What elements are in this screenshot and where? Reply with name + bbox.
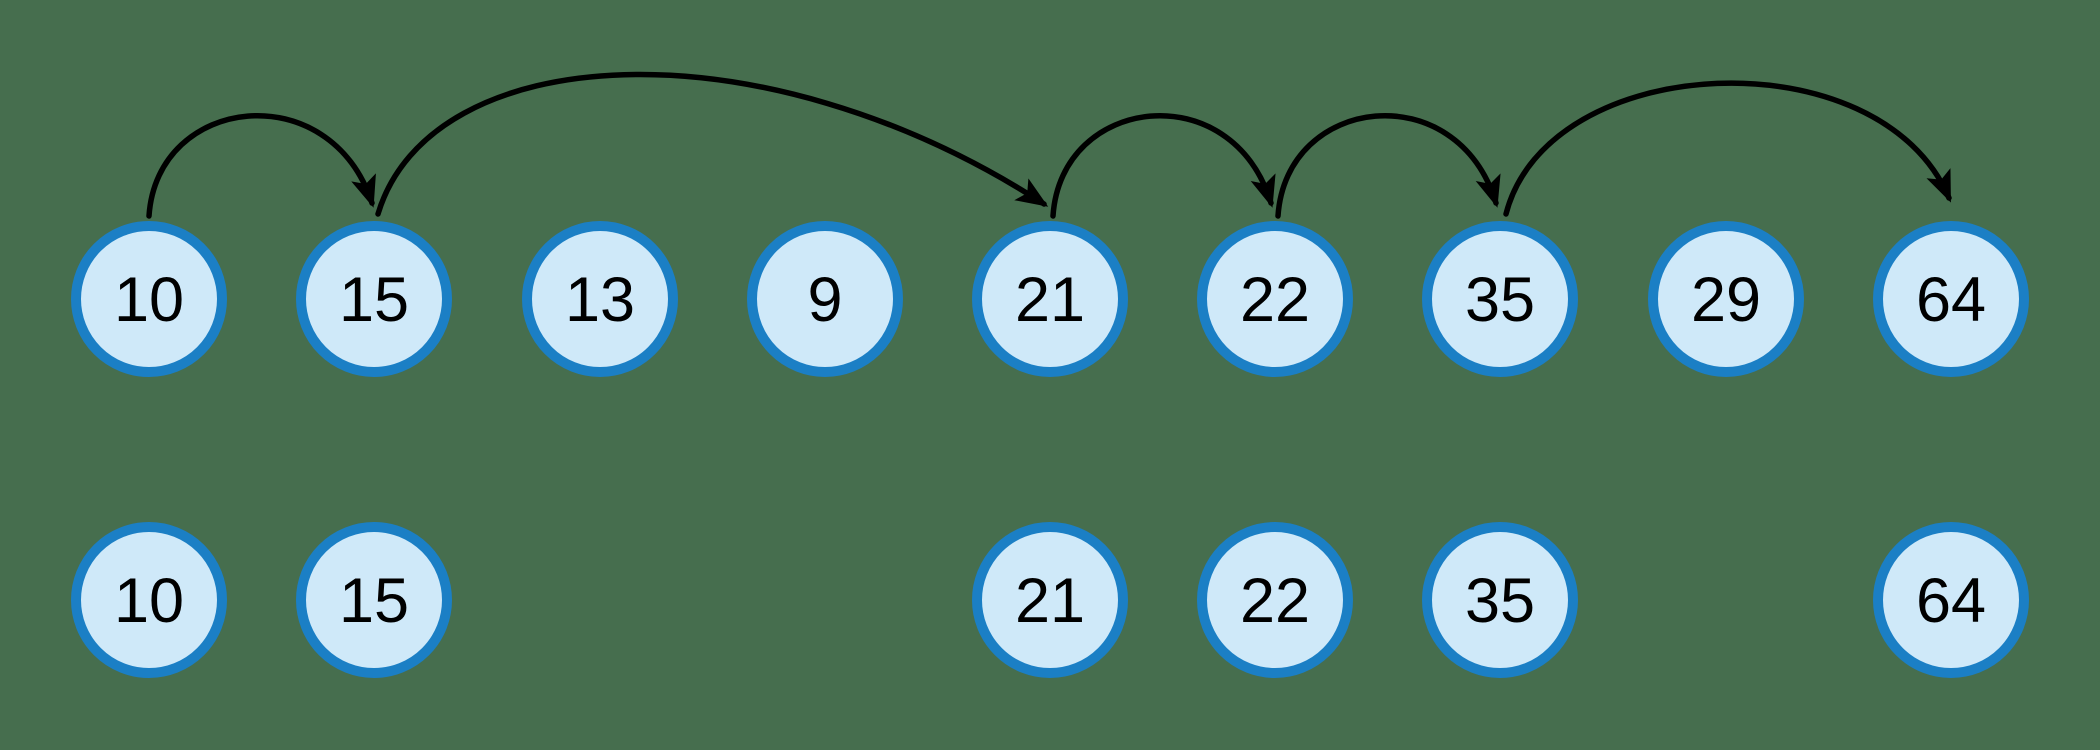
node-top-9: 9 xyxy=(747,221,903,377)
node-top-35: 35 xyxy=(1422,221,1578,377)
node-value: 13 xyxy=(565,265,635,335)
node-circle xyxy=(1422,522,1578,678)
node-top-15: 15 xyxy=(296,221,452,377)
node-circle xyxy=(972,221,1128,377)
node-value: 10 xyxy=(114,566,184,636)
node-circle xyxy=(296,221,452,377)
node-value: 22 xyxy=(1240,265,1310,335)
node-top-29: 29 xyxy=(1648,221,1804,377)
node-circle xyxy=(1873,522,2029,678)
arrow-21-to-22 xyxy=(1050,113,1276,219)
arrow-10-to-15 xyxy=(146,112,376,219)
node-value: 22 xyxy=(1240,566,1310,636)
node-circle xyxy=(522,221,678,377)
node-circle xyxy=(71,522,227,678)
arrow-35-to-64 xyxy=(1503,80,1952,217)
node-value: 35 xyxy=(1465,265,1535,335)
node-circle xyxy=(1648,221,1804,377)
node-bottom-35: 35 xyxy=(1422,522,1578,678)
node-circle xyxy=(1422,221,1578,377)
node-circle xyxy=(1197,522,1353,678)
node-bottom-10: 10 xyxy=(71,522,227,678)
top-row: 10 15 13 9 21 22 xyxy=(71,221,2029,377)
bottom-row: 10 15 21 22 35 64 xyxy=(71,522,2029,678)
node-bottom-64: 64 xyxy=(1873,522,2029,678)
node-value: 64 xyxy=(1916,566,1986,636)
node-value: 9 xyxy=(807,265,842,335)
node-value: 15 xyxy=(339,265,409,335)
node-top-10: 10 xyxy=(71,221,227,377)
node-circle xyxy=(972,522,1128,678)
node-value: 29 xyxy=(1691,265,1761,335)
node-bottom-21: 21 xyxy=(972,522,1128,678)
node-value: 21 xyxy=(1015,265,1085,335)
node-value: 15 xyxy=(339,566,409,636)
node-circle xyxy=(1873,221,2029,377)
arrow-22-to-35 xyxy=(1275,113,1501,219)
arrow-group xyxy=(146,71,1952,219)
node-top-64: 64 xyxy=(1873,221,2029,377)
node-top-21: 21 xyxy=(972,221,1128,377)
node-top-13: 13 xyxy=(522,221,678,377)
node-circle xyxy=(296,522,452,678)
node-bottom-15: 15 xyxy=(296,522,452,678)
node-bottom-22: 22 xyxy=(1197,522,1353,678)
node-circle xyxy=(747,221,903,377)
arrow-15-to-21 xyxy=(375,71,1049,217)
node-top-22: 22 xyxy=(1197,221,1353,377)
node-value: 21 xyxy=(1015,566,1085,636)
node-value: 10 xyxy=(114,265,184,335)
node-circle xyxy=(1197,221,1353,377)
node-circle xyxy=(71,221,227,377)
node-value: 35 xyxy=(1465,566,1535,636)
node-value: 64 xyxy=(1916,265,1986,335)
